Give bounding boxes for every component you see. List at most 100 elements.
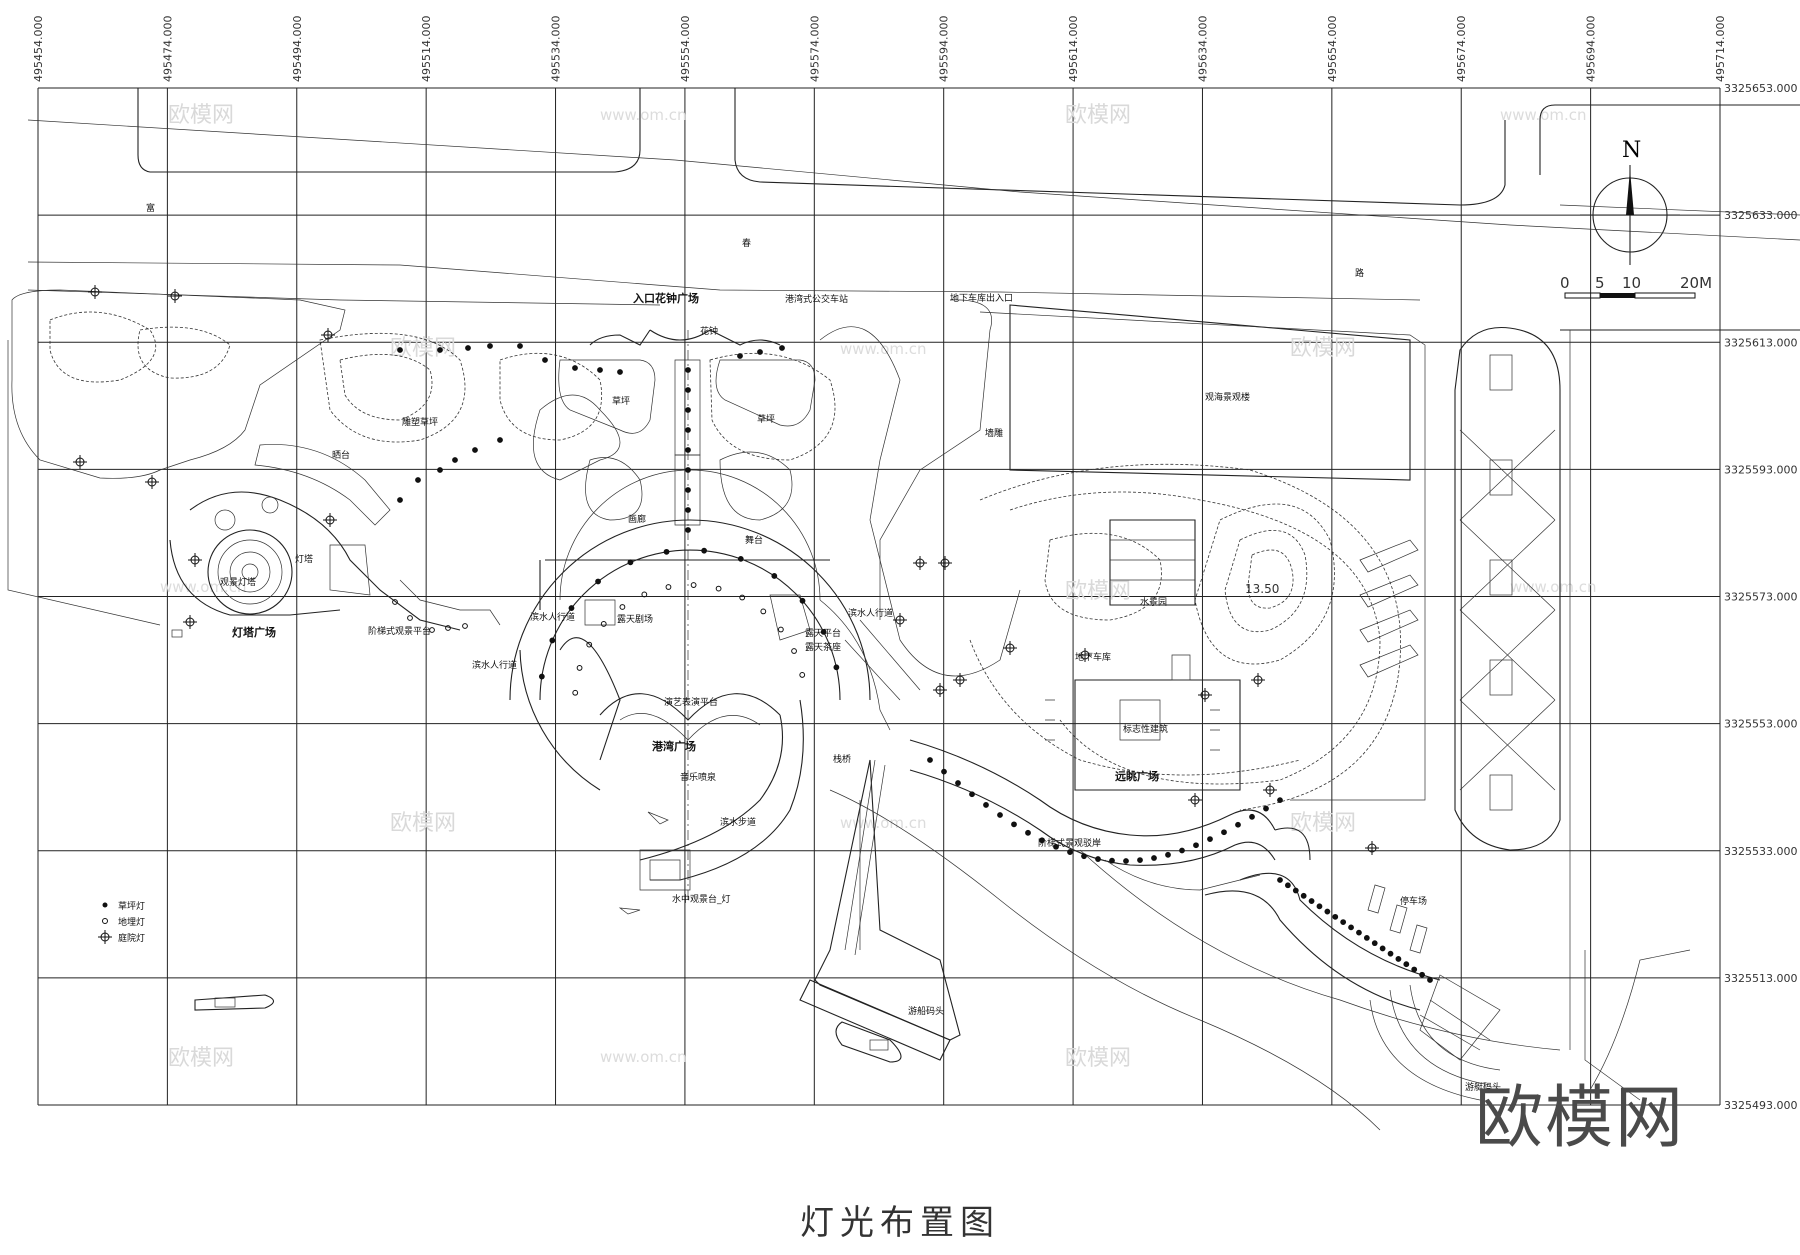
lawn-lamp-symbol xyxy=(1292,887,1299,894)
y-coordinate-labels: 3325653.0003325633.0003325613.0003325593… xyxy=(1724,82,1797,1112)
x-tick-label: 495474.000 xyxy=(161,16,174,82)
lawn-lamp-symbol xyxy=(737,555,744,562)
lawn-lamp-symbol xyxy=(1263,805,1269,812)
lawn-lamp-symbol xyxy=(685,447,691,453)
watermarks: 欧模网 www.om.cn 欧模网 www.om.cn 欧模网 www.om.c… xyxy=(160,103,1597,1071)
lawn-lamp-symbol xyxy=(1427,977,1433,983)
coordinate-grid xyxy=(37,87,1721,1106)
lawn-lamp-symbol xyxy=(997,812,1003,818)
label-walkway: 滨水人行道 xyxy=(472,659,517,671)
watermark: 欧模网 xyxy=(1065,1046,1131,1071)
ground-lamp-symbol xyxy=(715,585,722,592)
lawn-lamp-symbol xyxy=(1095,856,1101,862)
label-waterfront-walk: 滨水步道 xyxy=(720,816,756,828)
y-tick-label: 3325593.000 xyxy=(1724,463,1797,476)
road-char: 富 xyxy=(146,202,155,214)
label-yacht-marina: 游艇码头 xyxy=(1465,1081,1501,1093)
courtyard-lamp-symbol xyxy=(913,556,927,570)
x-tick-label: 495694.000 xyxy=(1585,16,1598,82)
lawn-lamp-symbol xyxy=(1067,849,1073,855)
legend-label: 庭院灯 xyxy=(118,932,145,944)
lawn-lamp-symbol xyxy=(1284,882,1291,889)
courtyard-lamp-symbol xyxy=(1188,793,1202,807)
lawn-lamp-symbol xyxy=(1277,877,1283,883)
label-terrace: 露天平台 xyxy=(805,627,841,639)
lawn-lamp-symbol xyxy=(1207,836,1213,843)
legend-label: 草坪灯 xyxy=(118,900,145,912)
watermark: 欧模网 xyxy=(1290,811,1356,836)
x-tick-label: 495614.000 xyxy=(1067,16,1080,82)
label-bay-plaza: 港湾广场 xyxy=(652,739,696,753)
label-sculpture-lawn: 雕塑草坪 xyxy=(402,416,438,428)
legend-label: 地埋灯 xyxy=(118,916,145,928)
lawn-lamp-symbol xyxy=(1165,851,1171,858)
lawn-lamp-symbol xyxy=(1151,855,1157,861)
lawn-lamp-symbol xyxy=(779,345,785,351)
lawn-lamp-symbol xyxy=(820,629,827,635)
label-lighthouse: 灯塔 xyxy=(295,553,313,565)
lawn-lamp-symbol xyxy=(833,664,840,671)
label-lawn-right: 草坪 xyxy=(757,413,775,425)
scale-label-20m: 20M xyxy=(1680,274,1712,292)
lawn-lamp-symbol xyxy=(927,757,933,763)
lawn-lamp-symbol xyxy=(597,367,603,373)
lawn-lamp-symbol xyxy=(1193,842,1199,849)
road-char: 春 xyxy=(742,237,751,249)
label-stage: 舞台 xyxy=(745,534,763,546)
lawn-lamp-symbol xyxy=(1340,919,1347,926)
lawn-lamp-symbol xyxy=(595,578,601,585)
ground-lamp-symbol xyxy=(791,648,797,654)
ground-lamp-symbol xyxy=(407,615,413,621)
north-label: N xyxy=(1622,138,1641,163)
lawn-lamp-symbol xyxy=(941,768,947,775)
watermark: 欧模网 xyxy=(1065,579,1131,604)
lawn-lamp-symbol xyxy=(1277,797,1283,804)
lawn-lamp-symbol xyxy=(497,437,503,443)
watermark: 欧模网 xyxy=(1290,336,1356,361)
scale-label-10: 10 xyxy=(1622,274,1641,292)
brand-logo: 欧模网 xyxy=(1475,1079,1686,1158)
lawn-lamp-symbol xyxy=(1039,837,1045,844)
lawn-lamp-symbol xyxy=(955,780,961,786)
x-tick-label: 495574.000 xyxy=(808,16,821,82)
lawn-lamp-symbol xyxy=(685,367,691,373)
lawn-lamp-symbol xyxy=(685,507,691,513)
watermark-url: www.om.cn xyxy=(1510,578,1597,596)
x-tick-label: 495634.000 xyxy=(1196,16,1209,82)
label-entrance-plaza: 入口花钟广场 xyxy=(633,291,699,305)
vista-plaza xyxy=(829,519,1691,1131)
lawn-lamp-symbol xyxy=(1363,934,1370,941)
label-stepped-platform: 阶梯式观景平台 xyxy=(368,625,431,637)
east-plaza xyxy=(1454,326,1571,1050)
lawn-lamp-symbol xyxy=(1081,853,1087,860)
label-wall-sculpture: 墙雕 xyxy=(985,427,1003,439)
watermark-url: www.om.cn xyxy=(1500,106,1587,124)
ground-lamp-symbol xyxy=(445,625,451,631)
watermark-url: www.om.cn xyxy=(600,1048,687,1066)
label-flower-clock: 花钟 xyxy=(700,325,718,337)
x-tick-label: 495554.000 xyxy=(679,16,692,82)
lawn-lamp-symbol xyxy=(685,487,691,493)
lawn-lamp-symbol xyxy=(685,527,691,533)
lawn-lamp-symbol xyxy=(1411,966,1418,973)
ground-lamp-symbol xyxy=(619,604,626,610)
label-dock-bridge: 栈桥 xyxy=(833,753,851,765)
ground-lamp-symbol xyxy=(576,665,583,671)
courtyard-lamp-symbol xyxy=(183,615,197,629)
lawn-lamp-symbol xyxy=(542,357,548,363)
label-underground-entrance: 地下车库出入口 xyxy=(950,292,1013,304)
legend-symbol-crosshair xyxy=(98,930,112,944)
lawn-lamp-symbol xyxy=(1221,829,1227,836)
courtyard-lamp-symbol xyxy=(1365,841,1379,855)
y-tick-label: 3325493.000 xyxy=(1724,1099,1797,1112)
lawn-lamp-symbol xyxy=(685,467,691,473)
watermark: 欧模网 xyxy=(168,103,234,128)
lawn-lamp-symbol xyxy=(1109,857,1115,864)
lawn-lamp-symbol xyxy=(799,597,806,604)
dock xyxy=(799,759,961,1061)
lawn-lamp-symbol xyxy=(617,369,623,375)
label-underground-garage: 地下车库 xyxy=(1075,651,1111,663)
x-tick-label: 495494.000 xyxy=(291,16,304,82)
lawn-lamp-symbol xyxy=(627,559,634,566)
